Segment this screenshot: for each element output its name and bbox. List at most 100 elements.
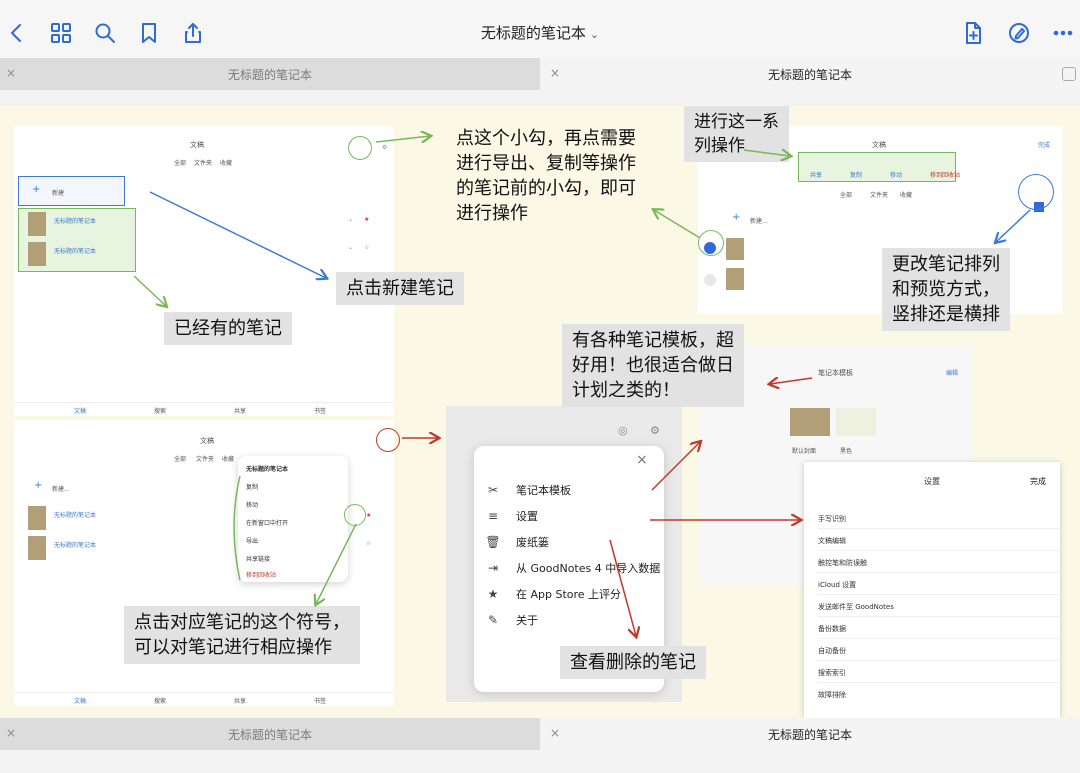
star-icon: ★ — [366, 512, 372, 519]
plus-icon: + — [32, 184, 41, 195]
shot2-seg-fav: 收藏 — [222, 456, 235, 463]
shot2-tab-search: 搜索 — [154, 698, 167, 705]
pen-icon[interactable] — [1004, 18, 1034, 48]
new-note-tip: 点击新建笔记 — [336, 272, 464, 305]
note-thumbnail — [28, 242, 46, 266]
shot1-tab-docs: 文稿 — [74, 408, 87, 415]
ctx-export[interactable]: 导出 — [246, 538, 259, 545]
menu-item-about[interactable]: ✎ 关于 — [484, 612, 538, 628]
menu-item-label: 废纸篓 — [516, 536, 549, 549]
close-icon[interactable]: × — [636, 452, 648, 468]
chevron-down-icon: ⌄ — [589, 28, 600, 41]
tab-grip-icon[interactable] — [1062, 67, 1076, 81]
shot2-tab-share: 共享 — [234, 698, 247, 705]
grid-icon[interactable] — [46, 18, 76, 48]
divider — [818, 616, 1060, 617]
add-page-icon[interactable] — [958, 18, 988, 48]
settings-icon: ≡ — [487, 509, 499, 523]
chevron-down-icon: ⌄ — [348, 244, 354, 251]
chevron-down-icon: ⌄ — [348, 216, 354, 223]
ctx-move[interactable]: 移动 — [246, 502, 259, 509]
close-icon[interactable]: × — [6, 726, 17, 740]
settings-row-handwriting[interactable]: 手写识别 — [818, 515, 846, 523]
gear-icon: ⚙ — [382, 144, 388, 151]
bottom-page-strip — [0, 750, 1080, 773]
divider — [818, 638, 1060, 639]
close-icon[interactable]: × — [550, 726, 561, 740]
divider — [818, 660, 1060, 661]
cover-thumbnail — [790, 408, 830, 436]
menu-item-settings[interactable]: ≡ 设置 — [484, 508, 538, 524]
tab-notebook-right[interactable]: × 无标题的笔记本 — [540, 58, 1080, 90]
screenshot-documents-list: 文稿 全部 文件夹 收藏 + 新建 无标题的笔记本 无标题的笔记本 ⌄ ★ ⌄ … — [14, 126, 394, 416]
shot3-done: 完成 — [1038, 142, 1051, 149]
ctx-copy[interactable]: 复制 — [246, 484, 259, 491]
settings-done[interactable]: 完成 — [1030, 477, 1046, 486]
shot1-seg-all: 全部 — [174, 160, 187, 167]
settings-row-icloud[interactable]: iCloud 设置 — [818, 581, 857, 589]
sort-tip-line: 和预览方式， — [892, 279, 1000, 300]
tick-tip-line: 的笔记前的小勾，即可 — [456, 178, 636, 199]
shot2-seg-all: 全部 — [174, 456, 187, 463]
tick-tip: 点这个小勾，再点需要 进行导出、复制等操作 的笔记前的小勾，即可 进行操作 — [456, 126, 636, 226]
search-icon[interactable] — [90, 18, 120, 48]
series-tip-line: 列操作 — [694, 136, 745, 156]
menu-item-import[interactable]: ⇥ 从 GoodNotes 4 中导入数据 — [484, 560, 660, 576]
series-tip: 进行这一系 列操作 — [684, 106, 789, 162]
divider — [818, 682, 1060, 683]
share-icon[interactable] — [178, 18, 208, 48]
settings-panel: 设置 完成 手写识别 文稿编辑 触控笔和防误触 iCloud 设置 发送邮件至 … — [804, 462, 1060, 718]
divider — [818, 528, 1060, 529]
arrow-checkbox — [654, 210, 701, 239]
template-tip-line: 有各种笔记模板，超 — [572, 330, 734, 351]
action-bar-highlight — [798, 152, 956, 182]
cover-thumbnail — [836, 408, 876, 436]
ctx-share-link[interactable]: 共享链接 — [246, 556, 271, 563]
star-outline-icon: ☆ — [364, 244, 370, 251]
back-icon[interactable] — [2, 18, 32, 48]
menu-item-trash[interactable]: 🗑 废纸篓 — [484, 534, 549, 550]
tab-notebook-bottom-right[interactable]: × 无标题的笔记本 — [540, 718, 1080, 750]
close-icon[interactable]: × — [550, 66, 561, 80]
shot2-tabbar: 文稿 搜索 共享 书签 — [14, 692, 394, 706]
settings-row-email[interactable]: 发送邮件至 GoodNotes — [818, 603, 894, 611]
settings-row-stylus[interactable]: 触控笔和防误触 — [818, 559, 867, 567]
notebook-title-text: 无标题的笔记本 — [480, 24, 586, 42]
tab-row-top: × 无标题的笔记本 × 无标题的笔记本 — [0, 58, 1080, 90]
shot2-note-2: 无标题的笔记本 — [54, 542, 97, 549]
shot1-new-label: 新建 — [52, 190, 65, 197]
settings-row-backup[interactable]: 备份数据 — [818, 625, 846, 633]
shot3-new-label: 新建... — [750, 218, 768, 225]
menu-item-label: 笔记本模板 — [516, 484, 571, 497]
settings-row-search-index[interactable]: 搜索索引 — [818, 669, 846, 677]
shot1-tabbar: 文稿 搜索 共享 书签 — [14, 402, 394, 416]
note-thumbnail — [28, 536, 46, 560]
bookmark-icon[interactable] — [134, 18, 164, 48]
tab-label: 无标题的笔记本 — [227, 727, 312, 742]
settings-row-doc-edit[interactable]: 文稿编辑 — [818, 537, 846, 545]
shot2-new-label: 新建... — [52, 486, 70, 493]
close-icon[interactable]: × — [6, 66, 17, 80]
shot3-action-copy: 复制 — [850, 172, 863, 179]
more-icon[interactable] — [1048, 18, 1078, 48]
sort-tip: 更改笔记排列 和预览方式， 竖排还是横排 — [882, 248, 1010, 331]
about-icon: ✎ — [487, 613, 499, 627]
ctx-trash[interactable]: 移到回收站 — [246, 572, 277, 579]
template-edit: 编辑 — [946, 370, 959, 377]
shot3-seg-fav: 收藏 — [900, 192, 913, 199]
shot3-action-share: 共享 — [810, 172, 823, 179]
settings-row-auto-backup[interactable]: 自动备份 — [818, 647, 846, 655]
shot1-seg-fav: 收藏 — [220, 160, 233, 167]
ctx-open-new-window[interactable]: 在新窗口中打开 — [246, 520, 289, 527]
settings-row-troubleshoot[interactable]: 故障排除 — [818, 691, 846, 699]
plus-icon: + — [732, 212, 741, 223]
notebook-title[interactable]: 无标题的笔记本⌄ — [440, 22, 640, 43]
shot1-tab-share: 共享 — [234, 408, 247, 415]
tab-notebook-left[interactable]: × 无标题的笔记本 — [0, 58, 540, 90]
menu-item-rate[interactable]: ★ 在 App Store 上评分 — [484, 586, 621, 602]
shot1-tab-bookmark: 书签 — [314, 408, 327, 415]
tick-highlight-circle — [348, 136, 372, 160]
shot3-action-trash: 移到回收站 — [930, 172, 961, 179]
tab-notebook-bottom-left[interactable]: × 无标题的笔记本 — [0, 718, 540, 750]
menu-item-templates[interactable]: ✂ 笔记本模板 — [484, 482, 571, 498]
